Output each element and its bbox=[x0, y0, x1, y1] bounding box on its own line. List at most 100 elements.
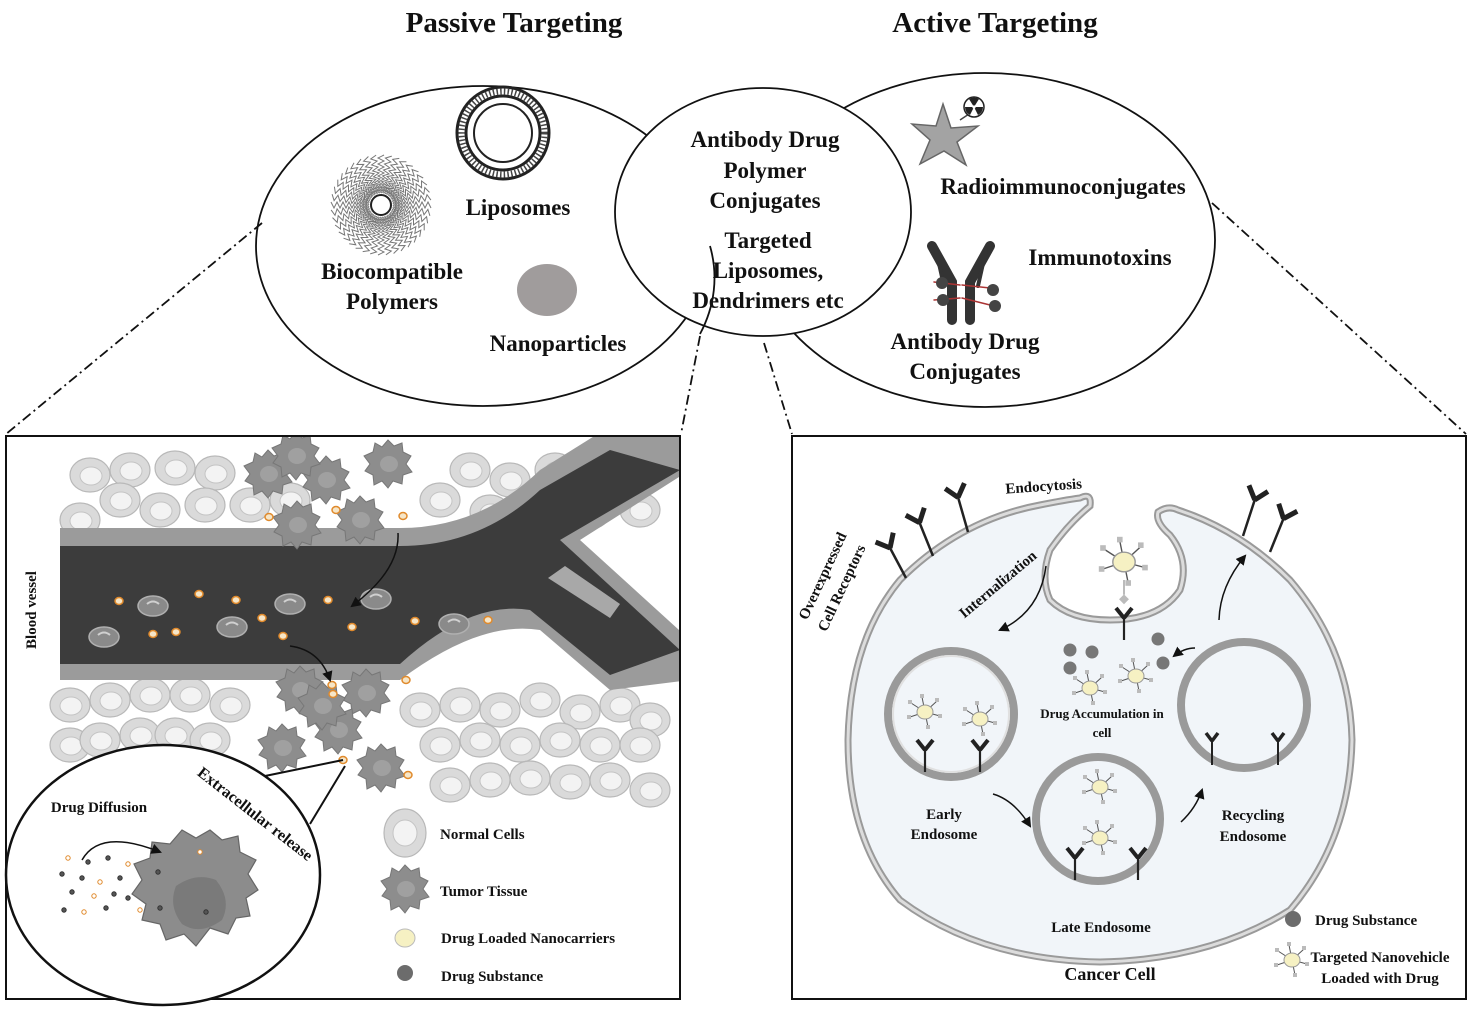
label-recycling-1: Recycling bbox=[1222, 808, 1285, 824]
red-blood-cell bbox=[88, 626, 120, 648]
drug-dot bbox=[79, 875, 85, 881]
label-drug-diffusion: Drug Diffusion bbox=[51, 800, 148, 816]
legend-label-tumor-tissue: Tumor Tissue bbox=[440, 884, 528, 900]
legend-nanocarrier-icon bbox=[394, 928, 416, 948]
nanocarrier-dot bbox=[171, 627, 181, 637]
normal-cell bbox=[194, 455, 236, 491]
label-early-2: Endosome bbox=[911, 827, 978, 843]
label-adc-line1: Antibody Drug bbox=[891, 329, 1040, 354]
label-biocompatible: Biocompatible bbox=[321, 259, 463, 284]
drug-dot bbox=[111, 891, 117, 897]
surface-receptors bbox=[874, 482, 1299, 579]
radioactive-star-icon bbox=[909, 96, 985, 167]
polymer-icon bbox=[330, 154, 432, 256]
active-targeting-panel: Endocytosis Internalization Overexpresse… bbox=[791, 435, 1467, 1000]
drug-dot bbox=[59, 871, 65, 877]
red-blood-cell bbox=[360, 588, 392, 610]
drug-dot bbox=[61, 907, 67, 913]
label-cancer-cell: Cancer Cell bbox=[1064, 964, 1155, 984]
normal-cell bbox=[99, 482, 141, 518]
normal-cell bbox=[509, 760, 551, 796]
drug-dot bbox=[85, 859, 91, 865]
nanocarrier-dot bbox=[347, 622, 357, 632]
connector-lines bbox=[5, 202, 1467, 435]
drug-dot bbox=[157, 905, 163, 911]
toxin-icons bbox=[936, 277, 1001, 312]
nanocarrier-dot bbox=[410, 616, 420, 626]
nanocarrier-dot bbox=[231, 595, 241, 605]
liposome-icon bbox=[455, 85, 551, 181]
normal-cell bbox=[109, 452, 151, 488]
normal-cell bbox=[549, 764, 591, 800]
nanocarrier-dot bbox=[403, 770, 413, 780]
legend-right-drug-substance: Drug Substance bbox=[1315, 913, 1417, 929]
drug-dot bbox=[69, 889, 75, 895]
normal-cell bbox=[469, 762, 511, 798]
normal-cell bbox=[629, 772, 671, 808]
drug-dot bbox=[97, 879, 103, 885]
label-immunotoxins: Immunotoxins bbox=[1028, 245, 1171, 270]
nanocarrier-dot bbox=[401, 675, 411, 685]
normal-cell bbox=[49, 687, 91, 723]
drug-dot bbox=[91, 893, 97, 899]
drug-dot bbox=[65, 855, 71, 861]
normal-cell bbox=[619, 727, 661, 763]
overlap-line-6: Dendrimers etc bbox=[692, 288, 843, 313]
normal-cell bbox=[539, 722, 581, 758]
normal-cell bbox=[429, 767, 471, 803]
label-drug-accumulation-2: cell bbox=[1093, 725, 1112, 740]
legend-label-drug-substance: Drug Substance bbox=[441, 969, 543, 985]
legend-label-drug-loaded-nanocarriers: Drug Loaded Nanocarriers bbox=[441, 931, 615, 947]
nanocarrier-dot bbox=[257, 613, 267, 623]
normal-cell bbox=[589, 762, 631, 798]
nanocarrier-dot bbox=[114, 596, 124, 606]
legend-nano-line1: Targeted Nanovehicle bbox=[1310, 950, 1449, 966]
normal-cell bbox=[459, 722, 501, 758]
normal-cell bbox=[139, 492, 181, 528]
label-adc-line2: Conjugates bbox=[909, 359, 1020, 384]
nanocarrier-dot bbox=[323, 595, 333, 605]
early-endosome bbox=[884, 647, 1018, 781]
red-blood-cell bbox=[438, 613, 470, 635]
normal-cell bbox=[449, 452, 491, 488]
overlap-line-4: Targeted bbox=[724, 228, 812, 253]
label-liposomes: Liposomes bbox=[466, 195, 571, 220]
legend-nano-line2: Loaded with Drug bbox=[1321, 971, 1439, 987]
red-blood-cell bbox=[216, 616, 248, 638]
legend-drug-substance-icon bbox=[397, 965, 413, 981]
heading-active-targeting: Active Targeting bbox=[892, 7, 1098, 39]
drug-dot bbox=[125, 861, 131, 867]
normal-cell bbox=[129, 677, 171, 713]
legend-label-normal-cells: Normal Cells bbox=[440, 827, 525, 843]
overlap-line-1: Antibody Drug bbox=[691, 127, 840, 152]
label-drug-accumulation-1: Drug Accumulation in bbox=[1040, 706, 1164, 721]
overlap-oval bbox=[614, 87, 912, 337]
normal-cell bbox=[69, 457, 111, 493]
normal-cell bbox=[419, 482, 461, 518]
nanocarrier-dot bbox=[331, 505, 341, 515]
normal-cell bbox=[89, 682, 131, 718]
drug-dot bbox=[103, 905, 109, 911]
normal-cell bbox=[519, 682, 561, 718]
overlap-line-5: Liposomes, bbox=[713, 258, 824, 283]
normal-cell bbox=[439, 687, 481, 723]
overlap-line-3: Conjugates bbox=[709, 188, 820, 213]
normal-cell bbox=[154, 450, 196, 486]
label-recycling-2: Endosome bbox=[1220, 829, 1287, 845]
legend-normal-cells bbox=[383, 808, 427, 858]
normal-cell bbox=[209, 687, 251, 723]
passive-targeting-panel: Blood vessel Drug Diffusion Extracellula… bbox=[4, 435, 681, 1007]
overlap-line-2: Polymer bbox=[723, 158, 806, 183]
drug-dot bbox=[125, 895, 131, 901]
drug-dot bbox=[197, 849, 203, 855]
nanoparticle-icon bbox=[517, 264, 577, 316]
drug-accumulation bbox=[1063, 632, 1170, 675]
normal-cell bbox=[399, 692, 441, 728]
nanocarrier-dot bbox=[483, 615, 493, 625]
recycling-endosome bbox=[1177, 638, 1311, 772]
drug-dot bbox=[155, 869, 161, 875]
label-nanoparticles: Nanoparticles bbox=[490, 331, 627, 356]
red-blood-cell bbox=[274, 593, 306, 615]
label-late-endosome: Late Endosome bbox=[1051, 920, 1151, 936]
